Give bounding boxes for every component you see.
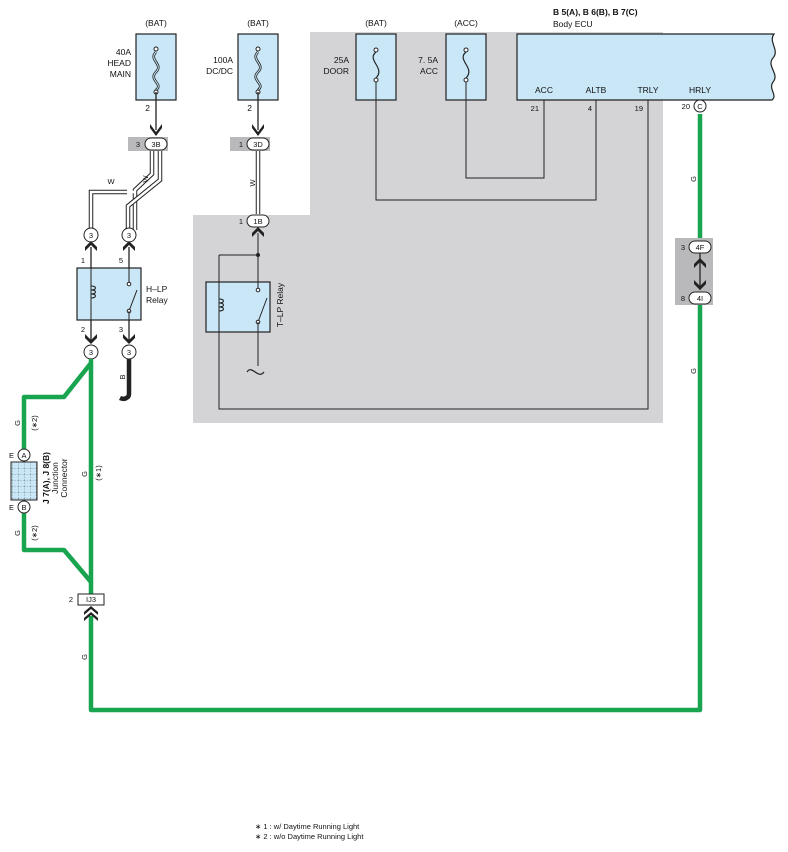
wire-color: W (141, 175, 150, 183)
fuse-name: DOOR (324, 66, 350, 76)
connector-label: 3B (151, 140, 160, 149)
fuse-source: (BAT) (365, 18, 387, 28)
fuse-name: MAIN (110, 69, 131, 79)
pin-number: 2 (69, 595, 73, 604)
fuse-name: DC/DC (206, 66, 233, 76)
fuse-dcdc: (BAT) 100A DC/DC 2 (206, 18, 279, 113)
pin-number: 1 (239, 217, 243, 226)
variant-mark: (∗1) (94, 465, 103, 481)
fuse-source: (BAT) (145, 18, 167, 28)
connector-label: 3D (253, 140, 263, 149)
pin-number: 21 (531, 104, 539, 113)
relay-coil-icon (218, 298, 224, 312)
fuse-source: (ACC) (454, 18, 478, 28)
pin-number: 3 (119, 325, 123, 334)
relay-name: T–LP Relay (275, 282, 285, 327)
ecu-terminal-label: ACC (535, 85, 553, 95)
connector-label: 4F (696, 243, 705, 252)
wire-color: G (80, 654, 89, 660)
wave-break-icon (246, 369, 265, 375)
wire-color: G (80, 471, 89, 477)
wire-color: G (689, 368, 698, 374)
connector-label: 4I (697, 294, 703, 303)
pin-number: 19 (635, 104, 643, 113)
relay-switch-icon (128, 289, 138, 312)
connector-label: 3 (89, 348, 93, 357)
pin-number: E (9, 503, 14, 512)
hlp-relay: H–LP Relay 1 5 2 3 (76, 256, 168, 334)
junction-name: Connector (59, 458, 69, 497)
relay-coil-icon (90, 285, 96, 299)
pin-number: E (9, 451, 14, 460)
ecu-terminal-label: ALTB (586, 85, 607, 95)
fuse-element-icon (462, 51, 470, 79)
pin-number: 4 (588, 104, 592, 113)
pin-number: 2 (81, 325, 85, 334)
ecu-ref: B 5(A), B 6(B), B 7(C) (553, 7, 638, 17)
variant-mark: (∗2) (30, 525, 39, 541)
fuse-source: (BAT) (247, 18, 269, 28)
connector-label: IJ3 (86, 595, 96, 604)
fuse-name: HEAD (107, 58, 131, 68)
body-ecu: B 5(A), B 6(B), B 7(C) Body ECU ACC ALTB… (516, 7, 776, 113)
junction-connector: A E B E J 7(A), J 8(B) Junction Connecto… (9, 448, 69, 514)
fuse-head-main: (BAT) 40A HEAD MAIN 2 (107, 18, 177, 113)
pin-number: 3 (681, 243, 685, 252)
footnote: ∗ 1 : w/ Daytime Running Light (255, 822, 360, 831)
pin-number: 2 (247, 103, 252, 113)
tlp-relay: T–LP Relay (205, 281, 285, 333)
connector-label: 1B (253, 217, 262, 226)
wire-color: W (248, 179, 257, 187)
fuse-rating: 7. 5A (418, 55, 438, 65)
connector-label: C (697, 102, 703, 111)
wire-color: G (13, 530, 22, 536)
pin-number: 1 (239, 140, 243, 149)
wire-color: G (13, 420, 22, 426)
fuse-name: ACC (420, 66, 438, 76)
head-main-wiring (88, 92, 163, 230)
relay-name: Relay (146, 295, 168, 305)
wire-color: G (689, 176, 698, 182)
pin-number: 5 (119, 256, 123, 265)
connector-label: B (21, 503, 26, 512)
relay-name: H–LP (146, 284, 168, 294)
pin-number: 20 (682, 102, 690, 111)
fuse-rating: 40A (116, 47, 131, 57)
connector-label: A (21, 451, 26, 460)
wire-color: W (107, 177, 115, 186)
pin-number: 2 (145, 103, 150, 113)
green-wire (21, 114, 703, 713)
pin-number: 8 (681, 294, 685, 303)
ecu-name: Body ECU (553, 19, 593, 29)
fuse-element-icon (372, 51, 380, 79)
pin-number: 3 (136, 140, 140, 149)
ecu-terminal-label: TRLY (637, 85, 658, 95)
ecu-wires (218, 82, 649, 410)
connector-label: 3 (127, 348, 131, 357)
connector-label: 3 (127, 231, 131, 240)
variant-mark: (∗2) (30, 415, 39, 431)
relay-switch-icon (257, 297, 268, 323)
footnote: ∗ 2 : w/o Daytime Running Light (255, 832, 364, 841)
junction-ref: J 7(A), J 8(B) (41, 452, 51, 504)
fuse-rating: 25A (334, 55, 349, 65)
fuse-rating: 100A (213, 55, 233, 65)
pin-number: 1 (81, 256, 85, 265)
wire-color: B (118, 374, 127, 379)
shaded-area (193, 32, 663, 423)
junction-name: Junction (50, 462, 60, 494)
connector-label: 3 (89, 231, 93, 240)
ecu-terminal-label: HRLY (689, 85, 711, 95)
